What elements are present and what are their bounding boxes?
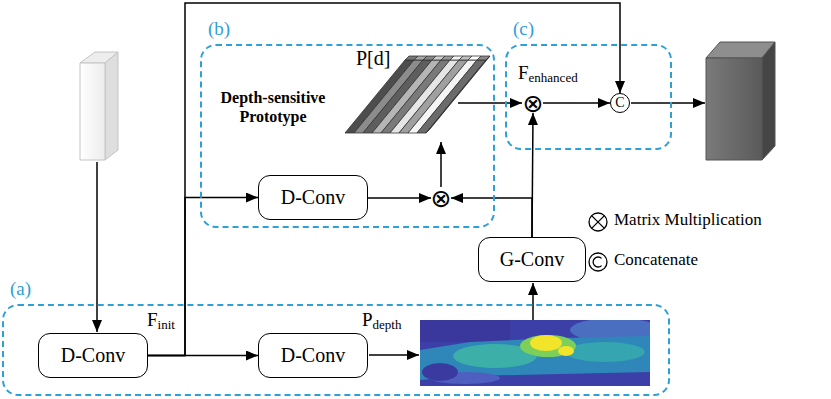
module-label: (b) <box>208 18 230 40</box>
signal-label: P <box>362 309 373 331</box>
connector-arrow <box>148 198 258 356</box>
legend-samples <box>589 213 607 271</box>
node-text: D-Conv <box>281 186 345 209</box>
block-side <box>762 42 775 160</box>
connector-arrow <box>451 198 532 237</box>
multiply-symbol <box>589 213 607 231</box>
depth-map <box>420 320 650 386</box>
depth-patch <box>530 335 562 351</box>
multiply-node: ⊗ <box>431 188 451 208</box>
plain-arrows <box>97 103 705 355</box>
legend-text: Matrix Multiplication <box>614 210 762 230</box>
node-text: D-Conv <box>61 344 125 367</box>
arrow-line <box>369 354 419 356</box>
legend-text: Concatenate <box>614 250 698 270</box>
conv-box: G-Conv <box>478 237 586 282</box>
node-text: D-Conv <box>281 344 345 367</box>
depth-patch <box>420 320 510 342</box>
output-feature-block <box>706 42 775 160</box>
arrow-line <box>631 102 705 104</box>
concat-symbol <box>589 253 607 271</box>
conv-box: D-Conv <box>258 175 368 220</box>
concat-node: C <box>610 93 630 113</box>
stripe <box>408 60 477 133</box>
connector-arrow <box>532 113 533 237</box>
block-front <box>80 63 105 160</box>
arrow-line <box>532 283 534 320</box>
node-text: F <box>518 62 529 84</box>
node-text: enhanced <box>529 71 578 86</box>
connector-arrow <box>148 3 620 356</box>
node-text: ⊗ <box>523 91 544 116</box>
depth-patch <box>520 335 576 357</box>
stripe <box>417 60 486 133</box>
block-side <box>105 52 118 160</box>
block-front <box>706 58 762 160</box>
multiply-node: ⊗ <box>523 93 543 113</box>
node-text: Depth-sensitive Prototype <box>204 88 342 126</box>
module-region: (c)Fenhanced⊗C <box>505 44 672 150</box>
signal-label: init <box>158 318 175 333</box>
arrow-line <box>458 102 522 104</box>
conv-box: D-Conv <box>258 333 368 378</box>
concat-symbol <box>593 257 601 267</box>
signal-label: depth <box>373 318 402 333</box>
depth-band <box>420 336 650 380</box>
input-feature-block <box>80 52 118 160</box>
multiply-symbol <box>592 216 605 229</box>
connector-arrow <box>543 102 610 104</box>
arrow-line <box>96 162 98 332</box>
signal-label: F <box>147 309 158 331</box>
depth-patch <box>558 346 574 356</box>
module-region: (a)D-ConvD-Conv <box>2 304 670 396</box>
node-text: C <box>615 96 624 110</box>
arrow-line <box>440 142 442 187</box>
node-text: P[d] <box>356 47 390 70</box>
stripe-side <box>426 56 490 133</box>
node-text: ⊗ <box>431 186 452 211</box>
module-label: (c) <box>513 18 534 40</box>
connector-arrow <box>368 197 431 199</box>
conv-box: D-Conv <box>38 333 148 378</box>
depth-patch <box>565 342 645 362</box>
depth-patch <box>422 363 458 381</box>
multiply-symbol <box>592 216 605 229</box>
node-text: G-Conv <box>500 248 564 271</box>
module-region: (b)P[d]Depth-sensitive PrototypeD-Conv⊗ <box>200 44 495 228</box>
module-label: (a) <box>10 278 31 300</box>
